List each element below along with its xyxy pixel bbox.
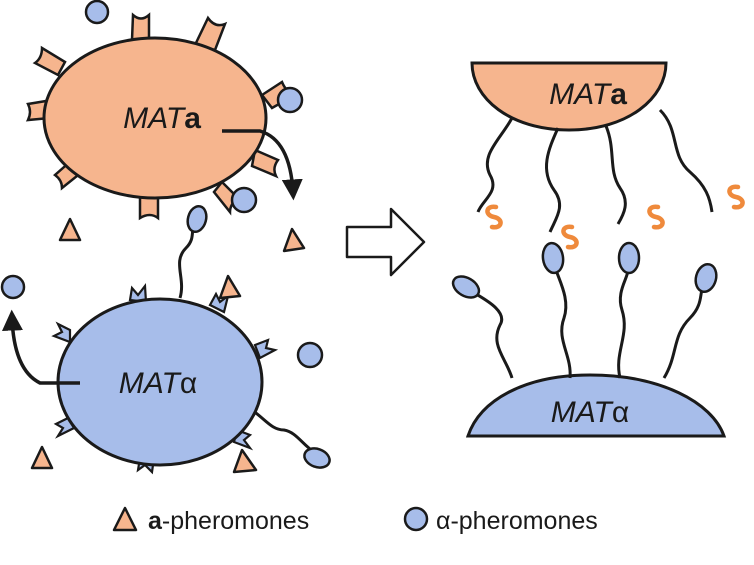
matalpha-receptor-tails-right bbox=[475, 269, 704, 379]
receptor-head bbox=[186, 204, 208, 234]
alpha-pheromone bbox=[84, 0, 110, 25]
mata-secretion-arrow bbox=[222, 129, 303, 201]
receptor-head bbox=[303, 447, 331, 469]
a-pheromone bbox=[232, 448, 258, 474]
receptor-hooks bbox=[485, 184, 745, 250]
a-pheromone bbox=[218, 274, 242, 300]
matalpha-secretion-arrow bbox=[1, 309, 80, 385]
receptor-head bbox=[451, 275, 481, 299]
legend-a-pheromones: a-pheromones bbox=[148, 507, 309, 535]
mata-cell-right: MATa bbox=[470, 61, 668, 132]
receptor-stub bbox=[138, 193, 160, 221]
triangle-icon bbox=[112, 506, 138, 532]
a-pheromone bbox=[58, 217, 82, 242]
hook-icon bbox=[485, 204, 503, 230]
a-pheromone bbox=[30, 445, 54, 470]
matalpha-right-body bbox=[465, 373, 727, 438]
mata-receptor-tails bbox=[476, 108, 714, 233]
alpha-pheromone bbox=[0, 274, 26, 300]
free-alpha-pheromones bbox=[0, 0, 324, 369]
matalpha-receptor-heads bbox=[186, 204, 331, 469]
spike-receptor bbox=[51, 321, 72, 344]
receptor-stub bbox=[32, 45, 67, 77]
mata-cell-body bbox=[42, 36, 268, 200]
hook-icon bbox=[561, 224, 579, 250]
matalpha-receptor-heads-right bbox=[451, 241, 718, 299]
matalpha-left-label: MATα bbox=[119, 367, 197, 400]
hook-icon bbox=[647, 204, 665, 230]
matalpha-cell-right: MATα bbox=[465, 373, 727, 438]
mata-cell-left: MATa bbox=[25, 12, 303, 221]
a-pheromone bbox=[282, 227, 306, 253]
mata-left-label: MATa bbox=[123, 102, 201, 135]
receptor-head bbox=[694, 262, 718, 294]
spike-receptor bbox=[253, 338, 279, 360]
receptor-stub bbox=[250, 148, 280, 179]
spike-receptor bbox=[208, 291, 230, 314]
mata-right-body bbox=[470, 61, 668, 132]
alpha-pheromone bbox=[296, 341, 324, 369]
receptor-stub bbox=[193, 15, 228, 52]
receptor-head bbox=[617, 241, 641, 275]
matalpha-cell-left: MATα bbox=[1, 204, 331, 475]
matalpha-right-label: MATα bbox=[551, 396, 629, 429]
receptor-stub bbox=[130, 12, 151, 42]
right-arrow-icon bbox=[345, 207, 426, 277]
circle-icon bbox=[403, 506, 429, 532]
free-a-pheromones bbox=[30, 217, 306, 474]
legend-alpha-pheromones: α-pheromones bbox=[436, 507, 598, 535]
receptor-head bbox=[541, 241, 565, 275]
alpha-pheromone bbox=[230, 186, 258, 214]
hook-icon bbox=[727, 184, 745, 210]
alpha-pheromone bbox=[276, 86, 304, 114]
legend: a-pheromones α-pheromones bbox=[112, 506, 598, 535]
mata-right-label: MATa bbox=[549, 78, 627, 111]
